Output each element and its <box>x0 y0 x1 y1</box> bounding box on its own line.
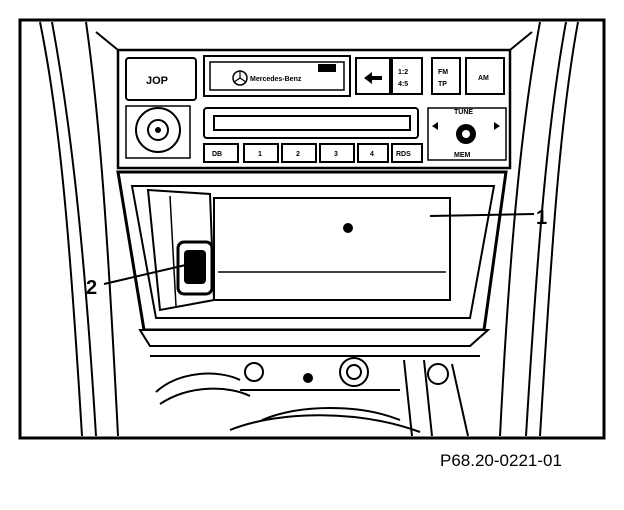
fm-label: FM <box>438 69 448 76</box>
rds-label: RDS <box>396 151 411 158</box>
callout-2: 2 <box>86 277 97 299</box>
jop-label: JOP <box>146 75 168 87</box>
screw-icon <box>343 223 353 233</box>
callout-1: 1 <box>536 207 547 229</box>
console-trim <box>39 21 579 437</box>
brand-label: Mercedes-Benz <box>250 76 302 83</box>
preset-1-label: 1 <box>258 151 262 158</box>
callout-2-leader <box>103 263 191 285</box>
ab-label: 1:2 <box>398 69 408 76</box>
lower-console <box>150 355 480 437</box>
cassette-slot <box>203 107 419 139</box>
am-label: AM <box>478 75 489 82</box>
figure-reference: P68.20-0221-01 <box>440 451 562 470</box>
callout-1-leader <box>429 213 535 217</box>
radio-jop-button <box>125 57 197 101</box>
tune-label: TUNE <box>454 109 473 116</box>
mem-label: MEM <box>454 152 471 159</box>
tp-label: TP <box>438 81 447 88</box>
compartment-panel <box>213 197 451 301</box>
preset-3-label: 3 <box>334 151 338 158</box>
db-label: DB <box>212 151 222 158</box>
preset-4-label: 4 <box>370 151 374 158</box>
preset-buttons: DB 1 2 3 4 RDS <box>203 143 423 163</box>
cd-label: 4:5 <box>398 81 408 88</box>
radio-am-button <box>465 57 505 95</box>
radio-unit: JOP Mercedes-Benz 1:2 4:5 FM TP AM TUNE <box>95 31 533 170</box>
radio-ab-button <box>391 57 423 95</box>
arrow-icon <box>364 72 382 84</box>
radio-fm-button <box>431 57 461 95</box>
preset-2-label: 2 <box>296 151 300 158</box>
storage-compartment <box>116 170 508 347</box>
